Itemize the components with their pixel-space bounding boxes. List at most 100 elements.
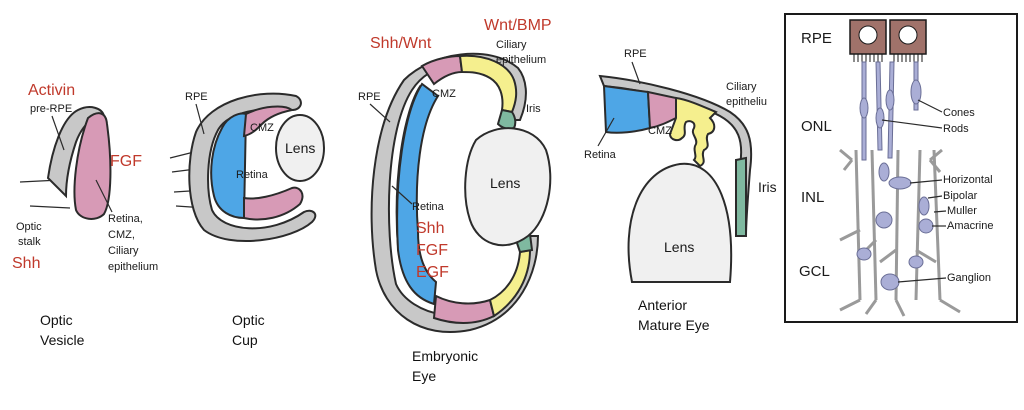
embryo-egf-label: EGF (416, 264, 449, 281)
cones-pointer (917, 99, 943, 113)
layer-onl-label: ONL (801, 118, 832, 135)
embryo-lens-label: Lens (490, 175, 520, 191)
embryo-lens (464, 127, 552, 247)
optic-cup-caption-1: Optic (232, 312, 265, 328)
muller-label: Muller (947, 205, 977, 217)
retina-fate-label-1: Retina, (108, 213, 143, 225)
rpe-cell-1-nucleus (858, 25, 878, 45)
optic-stalk-label-1: Optic (16, 221, 42, 233)
mature-iris-label: Iris (758, 179, 777, 195)
shh-wnt-label: Shh/Wnt (370, 35, 432, 52)
mature-ciliary-label-1: Ciliary (726, 81, 757, 93)
mature-retina-pointer (597, 117, 615, 147)
mature-ciliary-folds (668, 96, 718, 168)
rpe-microvilli (853, 54, 923, 62)
embryo-cmz-top (420, 54, 464, 86)
embryo-iris-top (496, 108, 517, 130)
bipolar-pointer (927, 195, 943, 199)
mature-lens-label: Lens (664, 239, 694, 255)
embryo-cmz-label: CMZ (432, 88, 456, 100)
cup-lens-label: Lens (285, 140, 315, 156)
horizontal-pointer (909, 179, 943, 184)
cup-rpe-label: RPE (185, 91, 208, 103)
embryo-retina-pointer (391, 185, 413, 205)
mature-retina (602, 84, 652, 134)
muller-glia (839, 148, 961, 317)
mature-lens (627, 162, 733, 283)
ganglion-cell-2 (880, 273, 900, 291)
optic-stalk-line-lower (29, 205, 71, 209)
embryo-rpe-layer (370, 52, 540, 333)
optic-vesicle-caption-2: Vesicle (40, 332, 85, 348)
cup-retina (210, 112, 248, 220)
retina-fate-label-4: epithelium (108, 261, 158, 273)
mature-ciliary-label-2: epitheliu (726, 96, 767, 108)
optic-vesicle-caption-1: Optic (40, 312, 73, 328)
ganglion-label: Ganglion (947, 272, 991, 284)
retina-primordium (73, 112, 112, 220)
embryonic-eye-caption-1: Embryonic (412, 348, 478, 364)
embryo-retina-label: Retina (412, 201, 445, 213)
mature-retina-label: Retina (584, 149, 617, 161)
pre-rpe-pointer (51, 115, 65, 151)
bipolar-cell-1 (878, 162, 890, 182)
amacrine-cell-1 (875, 211, 893, 229)
pre-rpe-label: pre-RPE (30, 103, 72, 115)
retina-layers-frame (784, 13, 1018, 323)
embryonic-eye-caption-2: Eye (412, 368, 436, 384)
embryo-cmz-bottom (432, 294, 496, 324)
embryo-iris-label: Iris (526, 103, 541, 115)
rods-label: Rods (943, 123, 969, 135)
ganglion-pointer (897, 277, 947, 283)
cup-retina-label: Retina (236, 169, 269, 181)
mature-eye-panel: Lens RPE Ciliary epitheliu Retina CMZ Ir… (584, 48, 777, 333)
embryo-rpe-label: RPE (358, 91, 381, 103)
optic-stalk-label-2: stalk (18, 236, 41, 248)
embryonic-eye-panel: Lens Shh/Wnt Wnt/BMP Ciliary epithelium … (358, 17, 552, 384)
mature-eye-caption-1: Anterior (638, 297, 687, 313)
mature-cmz (646, 90, 677, 130)
bipolar-label: Bipolar (943, 190, 978, 202)
optic-vesicle-panel: Activin pre-RPE FGF Optic stalk Shh Reti… (12, 82, 158, 348)
embryo-fgf-label: FGF (416, 242, 448, 259)
cup-cmz-lower (243, 186, 304, 221)
cup-rpe-pointer (195, 103, 205, 135)
bipolar-cell-2 (918, 196, 930, 216)
ganglion-cell-3 (908, 255, 924, 269)
ganglion-cell-1 (856, 247, 872, 261)
mature-iris (735, 156, 747, 237)
cup-lens (275, 114, 325, 182)
muller-pointer (933, 210, 947, 213)
horizontal-cell (888, 176, 912, 190)
wnt-bmp-label: Wnt/BMP (484, 17, 552, 34)
amacrine-cell-2 (918, 218, 934, 234)
retina-fate-pointer (95, 179, 113, 213)
fgf-label: FGF (110, 153, 142, 170)
cup-cmz-label: CMZ (250, 122, 274, 134)
layer-gcl-label: GCL (799, 263, 830, 280)
optic-cup-panel: Lens RPE CMZ Retina Optic Cup (169, 91, 325, 348)
activin-label: Activin (28, 82, 75, 99)
rpe-cell-2-nucleus (898, 25, 918, 45)
rods-pointer (881, 119, 943, 129)
embryo-ciliary-label-2: epithelium (496, 54, 546, 66)
mature-cmz-label: CMZ (648, 125, 672, 137)
mature-eye-caption-2: Mature Eye (638, 317, 710, 333)
retina-layers-panel: RPE ONL INL GCL Cones Rods Horizontal Bi… (784, 13, 1018, 323)
layer-rpe-label: RPE (801, 30, 832, 47)
shh-label: Shh (12, 255, 40, 272)
photoreceptor-cells (859, 61, 922, 161)
cones-label: Cones (943, 107, 975, 119)
mature-rpe-pointer (631, 61, 641, 85)
amacrine-label: Amacrine (947, 220, 993, 232)
retina-fate-label-2: CMZ, (108, 229, 135, 241)
inner-retina-neurons (856, 162, 934, 291)
retina-fate-label-3: Ciliary (108, 245, 139, 257)
layer-inl-label: INL (801, 189, 824, 206)
embryo-shh-label: Shh (416, 220, 444, 237)
embryo-ciliary-label-1: Ciliary (496, 39, 527, 51)
embryo-rpe-pointer (369, 103, 391, 123)
embryo-retina (396, 82, 440, 306)
horizontal-label: Horizontal (943, 174, 993, 186)
